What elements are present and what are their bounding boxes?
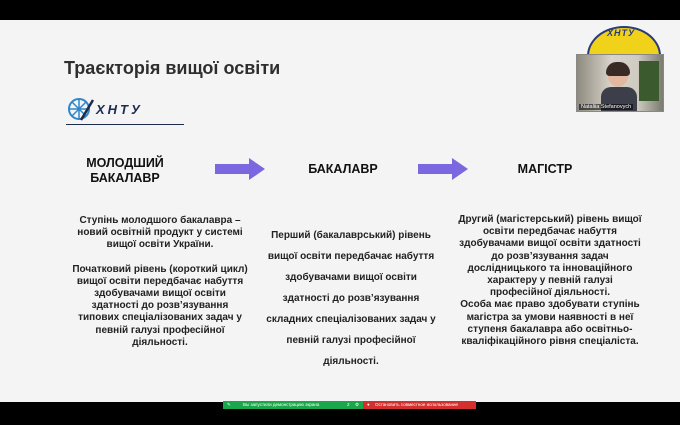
arrow-right-icon [215, 158, 265, 180]
junior-bachelor-paragraph-2: Початковий рівень (короткий цикл) вищої … [72, 263, 248, 348]
header-junior-bachelor: МОЛОДШИЙ БАКАЛАВР [70, 156, 180, 186]
webcam-video-tile[interactable]: Nataliia Stefanovych [576, 54, 664, 112]
university-logo: ХНТУ [66, 94, 184, 134]
settings-gear-icon[interactable]: ⚙ [355, 402, 360, 407]
participants-counter: 2 [347, 402, 350, 407]
emblem-text: ХНТУ [607, 28, 636, 38]
header-junior-bachelor-line2: БАКАЛАВР [90, 171, 160, 185]
arrow-right-icon [418, 158, 468, 180]
drag-handle-icon[interactable]: ✎ [227, 402, 231, 407]
university-emblem: ХНТУ [587, 26, 661, 54]
screen-share-bar: ✎ Вы запустили демонстрацию экрана 2 ⚙ ●… [223, 401, 476, 409]
logo-text: ХНТУ [96, 102, 143, 117]
participant-name: Nataliia Stefanovych [579, 104, 634, 110]
master-paragraph-2: Особа має право здобувати ступінь магіст… [460, 299, 640, 348]
stop-icon: ● [367, 402, 370, 407]
master-paragraph-1: Другий (магістерський) рівень вищої осві… [458, 214, 642, 299]
junior-bachelor-description: Ступінь молодшого бакалавра – новий осві… [72, 215, 248, 349]
sharing-status-text: Вы запустили демонстрацию экрана [243, 402, 320, 407]
slide-title: Траєкторія вищої освіти [64, 58, 281, 78]
master-description: Другий (магістерський) рівень вищої осві… [458, 214, 642, 348]
stop-sharing-button[interactable]: ● Остановить совместное использование [363, 401, 476, 409]
bachelor-description: Перший (бакалаврський) рівень вищої осві… [263, 225, 439, 372]
junior-bachelor-paragraph-1: Ступінь молодшого бакалавра – новий осві… [77, 215, 243, 251]
header-bachelor: БАКАЛАВР [308, 162, 378, 176]
header-junior-bachelor-line1: МОЛОДШИЙ [86, 156, 164, 170]
globe-logo-icon [68, 98, 95, 121]
presentation-slide: Траєкторія вищої освіти ХНТУ МОЛОДШИЙ БА… [0, 20, 680, 402]
bachelor-paragraph-1: Перший (бакалаврський) рівень вищої осві… [266, 230, 436, 367]
logo-underline [66, 124, 184, 125]
header-master: МАГІСТР [517, 162, 573, 176]
stop-sharing-label: Остановить совместное использование [375, 402, 459, 407]
sharing-status-segment: ✎ Вы запустили демонстрацию экрана 2 ⚙ [223, 401, 363, 409]
